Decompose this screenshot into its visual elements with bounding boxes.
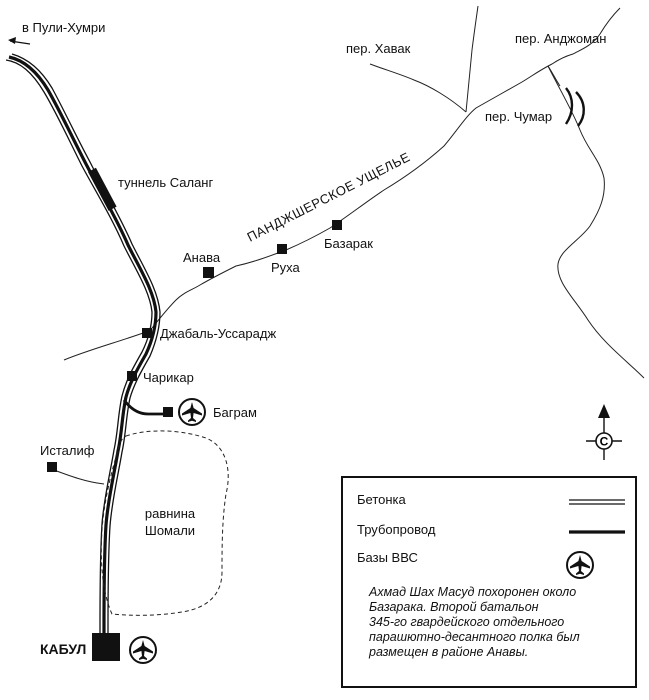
bagram-road [122,399,164,416]
label-anava: Анава [183,250,221,265]
pipeline [8,55,158,652]
label-bazarak: Базарак [324,236,373,251]
label-plain-1: равнина [145,506,196,521]
marker-charikar [127,371,137,381]
label-kabul: КАБУЛ [40,641,86,657]
legend-road-symbol [569,499,625,505]
legend-airbase-label: Базы ВВС [357,550,418,565]
marker-rukha [277,244,287,254]
marker-kabul [92,633,120,661]
rivers [53,5,645,485]
arrow-left-icon [8,37,31,45]
label-gorge: ПАНДЖШЕРСКОЕ УЩЕЛЬЕ [245,149,413,244]
marker-jabal [142,328,152,338]
plane-icon [129,636,157,664]
legend: Бетонка Трубопровод Базы ВВС Ахмад Шах М… [341,476,637,688]
label-puli-khumri: в Пули-Хумри [22,20,105,35]
marker-bagram [163,407,173,417]
salang-tunnel-marker [88,167,117,211]
label-rukha: Руха [271,260,301,275]
label-anjoman: пер. Анджоман [515,31,606,46]
shomali-plain-boundary [100,430,229,616]
legend-pipeline-symbol [569,530,625,534]
marker-istalif [47,462,57,472]
plane-icon [566,551,594,579]
legend-road-label: Бетонка [357,492,406,507]
label-chumar: пер. Чумар [485,109,552,124]
note-line: размещен в районе Анавы. [369,645,529,659]
label-salang: туннель Саланг [118,175,213,190]
legend-note: Ахмад Шах Масуд похоронен около Базарака… [369,585,631,660]
label-jabal: Джабаль-Уссарадж [160,326,276,341]
legend-pipeline-label: Трубопровод [357,522,436,537]
note-line: парашютно-десантного полка был [369,630,580,644]
marker-anava [203,267,214,278]
compass-letter: С [600,435,609,449]
compass-icon: С [586,404,622,460]
label-bagram: Баграм [213,405,257,420]
note-line: Базарака. Второй батальон [369,600,539,614]
settlement-markers [47,220,342,661]
plane-icon [178,398,206,426]
label-charikar: Чарикар [143,370,194,385]
chumar-pass-mark [564,87,585,127]
label-istalif: Исталиф [40,443,95,458]
marker-bazarak [332,220,342,230]
note-line: 345-го гвардейского отдельного [369,615,565,629]
label-khavak: пер. Хавак [346,41,411,56]
note-line: Ахмад Шах Масуд похоронен около [369,585,577,599]
label-plain-2: Шомали [145,523,195,538]
